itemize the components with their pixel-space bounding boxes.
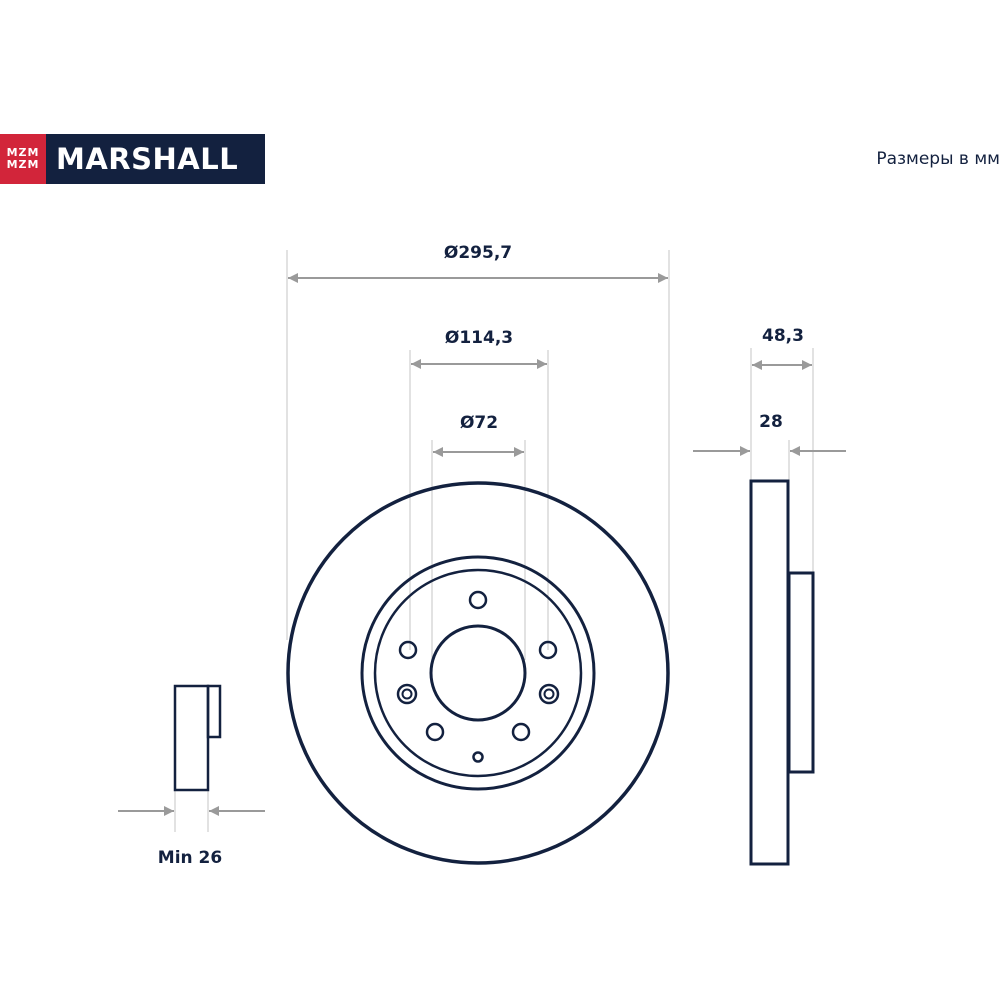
extension-lines xyxy=(174,250,814,832)
min-thickness-label: Min 26 xyxy=(158,848,222,868)
hat-outer-circle xyxy=(360,555,596,791)
hole-circle xyxy=(425,722,445,742)
overall-height-label: 48,3 xyxy=(762,326,804,346)
outer-diameter-label: Ø295,7 xyxy=(444,243,512,263)
threaded-hole-circle xyxy=(396,683,418,705)
disc-thickness-label: 28 xyxy=(759,412,783,432)
center-bore-label: Ø72 xyxy=(460,413,498,433)
hole-circle xyxy=(468,590,488,610)
hat-inner-circle xyxy=(373,568,583,778)
units-note: Размеры в мм xyxy=(876,149,1000,169)
threaded-hole-inner-circle xyxy=(543,688,555,700)
logo-mark-icon: MZM MZM xyxy=(0,134,46,184)
logo-mark-line: MZM xyxy=(6,146,40,159)
hole-circle xyxy=(538,640,558,660)
brand-logo: MZM MZM MARSHALL xyxy=(0,134,265,184)
outer-rim-circle xyxy=(286,481,670,865)
disc-front-view xyxy=(286,481,670,865)
dimension-arrows xyxy=(118,273,846,816)
threaded-hole-inner-circle xyxy=(401,688,413,700)
hole-circle xyxy=(398,640,418,660)
logo-mark-line: MZM xyxy=(6,158,40,171)
small-hole-circle xyxy=(472,751,484,763)
bolt-circle-label: Ø114,3 xyxy=(445,328,513,348)
brand-name: MARSHALL xyxy=(56,142,239,176)
threaded-hole-circle xyxy=(538,683,560,705)
center-bore-circle xyxy=(429,624,527,722)
disc-side-profile xyxy=(749,479,815,866)
hole-circle xyxy=(511,722,531,742)
min-thickness-detail xyxy=(173,684,222,792)
